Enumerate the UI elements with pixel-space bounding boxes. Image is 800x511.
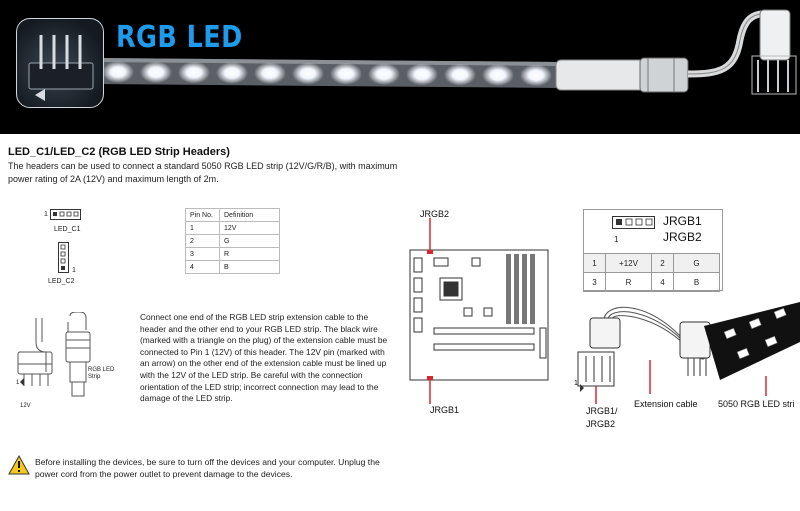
led-glow xyxy=(254,62,286,85)
table-cell: 3 xyxy=(583,272,606,292)
connection-description: Connect one end of the RGB LED strip ext… xyxy=(140,312,388,404)
table-row: 3 R 4 B xyxy=(583,272,720,292)
table-cell: G xyxy=(673,253,720,273)
table-header-cell: Definition xyxy=(219,208,280,222)
table-row: 2 G xyxy=(185,234,280,248)
led-c1-label: LED_C1 xyxy=(54,226,81,233)
led-glow xyxy=(520,64,552,87)
led-glow xyxy=(444,63,476,86)
jrgb-pinout-box: 1 JRGB1 JRGB2 1 +12V 2 G 3 R 4 B xyxy=(583,209,723,292)
table-cell: 2 xyxy=(651,253,674,273)
table-cell: R xyxy=(219,247,280,261)
jrgb1-name: JRGB1 xyxy=(663,214,702,228)
led-glow xyxy=(178,61,210,84)
led-strip-label: 5050 RGB LED stri xyxy=(718,399,795,409)
plug-diagram xyxy=(17,312,91,397)
led-glow xyxy=(102,61,134,83)
table-cell: +12V xyxy=(605,253,652,273)
board-jrgb1-label: JRGB1 xyxy=(430,405,460,415)
jrgb-pin1-label: 1 xyxy=(614,235,619,244)
table-cell: 12V xyxy=(219,221,280,235)
led-c2-pin1-label: 1 xyxy=(72,267,76,274)
jrgb-pinout-grid: 1 +12V 2 G 3 R 4 B xyxy=(583,253,720,292)
table-cell: G xyxy=(219,234,280,248)
table-row: 4 B xyxy=(185,260,280,274)
led-c1-pin1-label: 1 xyxy=(44,211,48,218)
table-cell: R xyxy=(605,272,652,292)
led-glow xyxy=(330,62,362,85)
cable-pin1-label: 1 xyxy=(574,380,578,387)
strip-label-line1: RGB LED xyxy=(88,367,115,373)
section-title: LED_C1/LED_C2 (RGB LED Strip Headers) xyxy=(8,146,230,158)
table-cell: 3 xyxy=(185,247,220,261)
cable-header-label-line1: JRGB1/ xyxy=(586,406,618,416)
table-cell: 4 xyxy=(651,272,674,292)
strip-label-line2: Strip xyxy=(88,374,101,380)
table-cell: B xyxy=(219,260,280,274)
table-row: 3 R xyxy=(185,247,280,261)
led-c1-header-icon xyxy=(50,209,81,220)
table-header-row: Pin No. Definition xyxy=(185,208,280,222)
pin-definition-table: Pin No. Definition 1 12V 2 G 3 R 4 B xyxy=(185,208,280,274)
led-strip-graphic xyxy=(100,9,797,95)
motherboard-diagram xyxy=(409,218,549,404)
table-row: 1 12V xyxy=(185,221,280,235)
extension-cable-label: Extension cable xyxy=(634,399,698,409)
table-header-cell: Pin No. xyxy=(185,208,220,222)
table-cell: 1 xyxy=(185,221,220,235)
plug-12v-label: 12V xyxy=(20,403,31,409)
banner-title: RGB LED xyxy=(116,20,243,55)
table-cell: 4 xyxy=(185,260,220,274)
led-glow xyxy=(216,61,248,84)
cable-diagram xyxy=(577,302,800,404)
board-jrgb2-label: JRGB2 xyxy=(420,209,450,219)
cable-header-label-line2: JRGB2 xyxy=(586,419,616,429)
led-c2-label: LED_C2 xyxy=(48,278,75,285)
jrgb-header-icon xyxy=(612,216,655,229)
led-glow xyxy=(140,61,172,84)
table-row: 1 +12V 2 G xyxy=(583,253,720,273)
led-glow xyxy=(482,64,514,86)
table-cell: 1 xyxy=(583,253,606,273)
led-glow xyxy=(406,63,438,86)
warning-text: Before installing the devices, be sure t… xyxy=(35,457,380,479)
jrgb2-name: JRGB2 xyxy=(663,230,702,244)
led-c2-header-icon xyxy=(58,242,69,273)
section-intro: The headers can be used to connect a sta… xyxy=(8,161,398,184)
plug-pin1-label: 1 xyxy=(16,380,20,386)
table-cell: 2 xyxy=(185,234,220,248)
led-glow xyxy=(368,63,400,86)
warning-icon xyxy=(8,455,30,475)
table-cell: B xyxy=(673,272,720,292)
banner: RGB LED xyxy=(0,0,800,134)
led-glow xyxy=(292,62,324,85)
rgb-header-icon xyxy=(16,18,104,108)
